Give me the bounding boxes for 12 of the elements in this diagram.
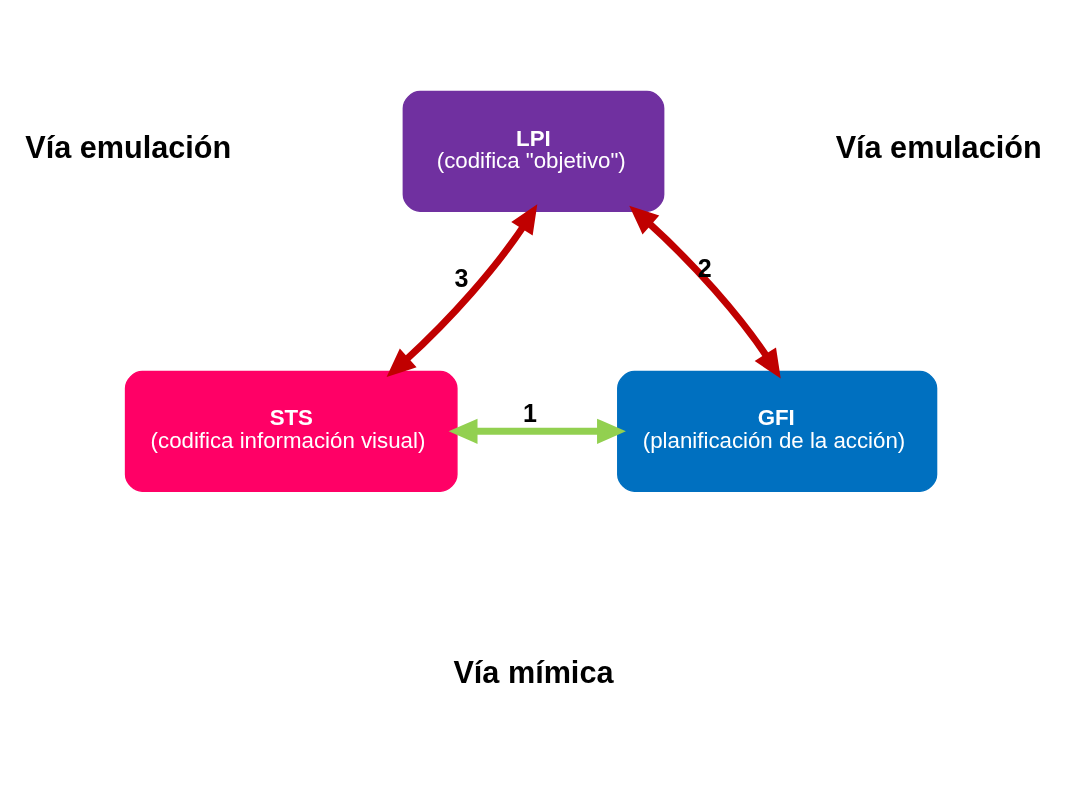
node-box: LPI (codifica "objetivo"): [402, 90, 665, 212]
arrow: [629, 205, 781, 379]
arrow: [386, 203, 538, 377]
label: Vía emulación: [835, 129, 1042, 164]
edge-label: 1: [522, 398, 537, 427]
edge-label: 3: [454, 263, 469, 292]
node-box: STS (codifica información visual): [124, 370, 458, 492]
label: Vía emulación: [25, 129, 232, 164]
label: Vía mímica: [453, 654, 614, 689]
arrow: [448, 418, 626, 444]
edge-label: 2: [697, 253, 712, 282]
node-box: GFI (planificación de la acción): [617, 370, 938, 492]
